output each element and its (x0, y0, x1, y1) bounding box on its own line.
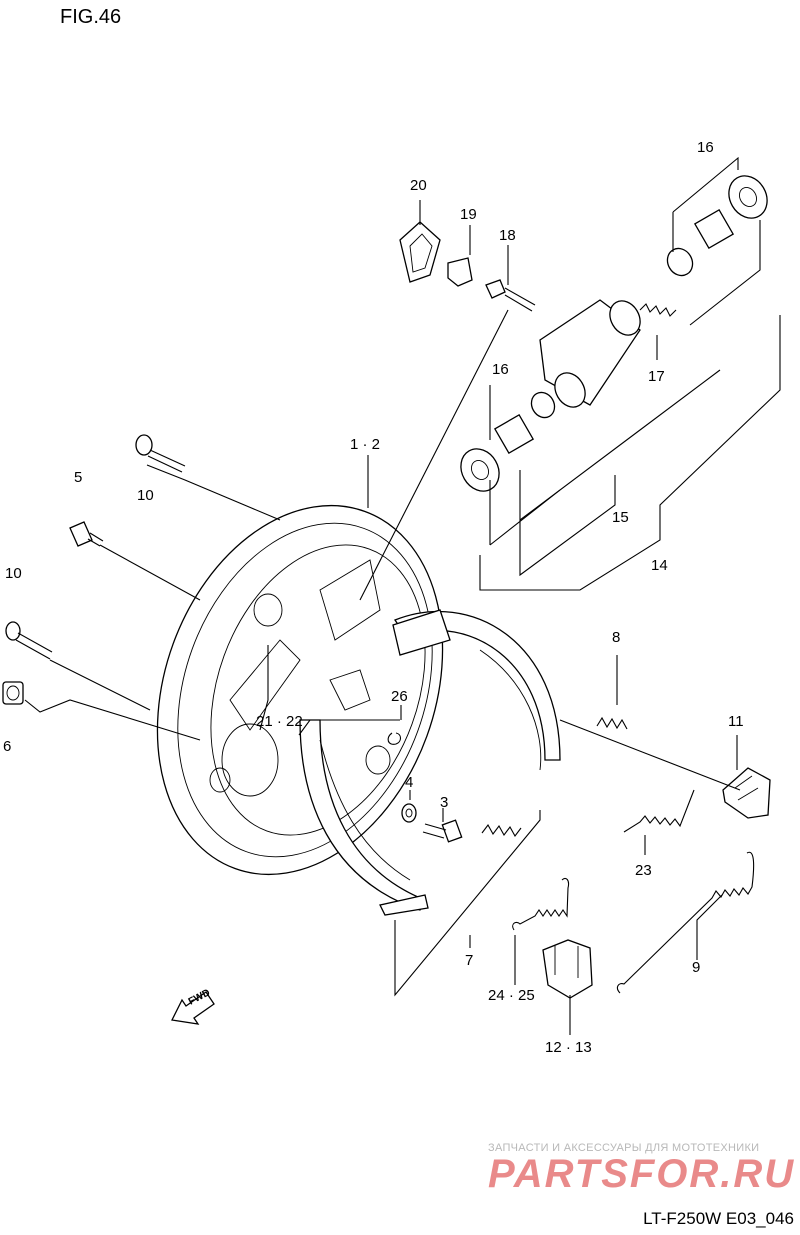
callout-12-13: 12 · 13 (545, 1039, 592, 1056)
spring-24-25 (512, 877, 570, 931)
adjuster-spring (623, 789, 695, 833)
nut (2, 681, 24, 705)
long-spring (616, 851, 755, 994)
mounting-bolt (69, 521, 104, 547)
callout-16-upper: 16 (697, 139, 714, 156)
shoe-bolt (422, 819, 463, 843)
return-spring-lower (481, 823, 522, 838)
callout-6: 6 (3, 738, 12, 755)
callout-21-22: 21 · 22 (256, 713, 303, 730)
callout-8: 8 (612, 629, 621, 646)
brake-shoe-front (392, 609, 561, 771)
figure-title: FIG.46 (60, 6, 122, 28)
fwd-arrow-icon (171, 991, 215, 1025)
washer (401, 803, 417, 823)
callout-1-2: 1 · 2 (350, 436, 381, 453)
cylinder-spring (639, 303, 677, 317)
callout-14: 14 (651, 557, 668, 574)
anchor-plate (542, 939, 593, 999)
figure-code: LT-F250W E03_046 (643, 1209, 794, 1228)
return-spring-upper (596, 716, 628, 730)
callout-23: 23 (635, 862, 652, 879)
stud-bolt-upper (135, 434, 186, 473)
stud-bolt-lower (5, 621, 53, 660)
brake-backing-plate (156, 504, 444, 876)
watermark-tagline: ЗАПЧАСТИ И АКСЕССУАРЫ ДЛЯ МОТОТЕХНИКИ (488, 1142, 760, 1154)
callout-11: 11 (728, 713, 744, 730)
callout-16-lower: 16 (492, 361, 509, 378)
callout-19: 19 (460, 206, 477, 223)
leader-lines (24, 156, 781, 1035)
callout-24-25: 24 · 25 (488, 987, 535, 1004)
callout-17: 17 (648, 368, 665, 385)
callout-15: 15 (612, 509, 629, 526)
callout-26: 26 (391, 688, 408, 705)
callout-7: 7 (465, 952, 474, 969)
wheel-cylinder (539, 299, 641, 408)
callout-20: 20 (410, 177, 427, 194)
watermark-brand: PARTSFOR.RU (488, 1152, 796, 1196)
callout-3: 3 (440, 794, 449, 811)
callout-4: 4 (405, 774, 414, 791)
callout-10-upper: 10 (137, 487, 154, 504)
dust-cap (399, 221, 441, 283)
cylinder-bolt (485, 279, 536, 312)
callout-10-lower: 10 (5, 565, 22, 582)
callout-9: 9 (692, 959, 701, 976)
retaining-clip (387, 732, 402, 745)
brake-shoe-rear (299, 669, 429, 916)
callout-5: 5 (74, 469, 83, 486)
callout-18: 18 (499, 227, 516, 244)
piston-cup-set-upper (666, 175, 768, 277)
adjuster-lever (722, 767, 771, 819)
piston-cup-set-lower (460, 391, 556, 492)
bleeder-valve (447, 257, 473, 287)
